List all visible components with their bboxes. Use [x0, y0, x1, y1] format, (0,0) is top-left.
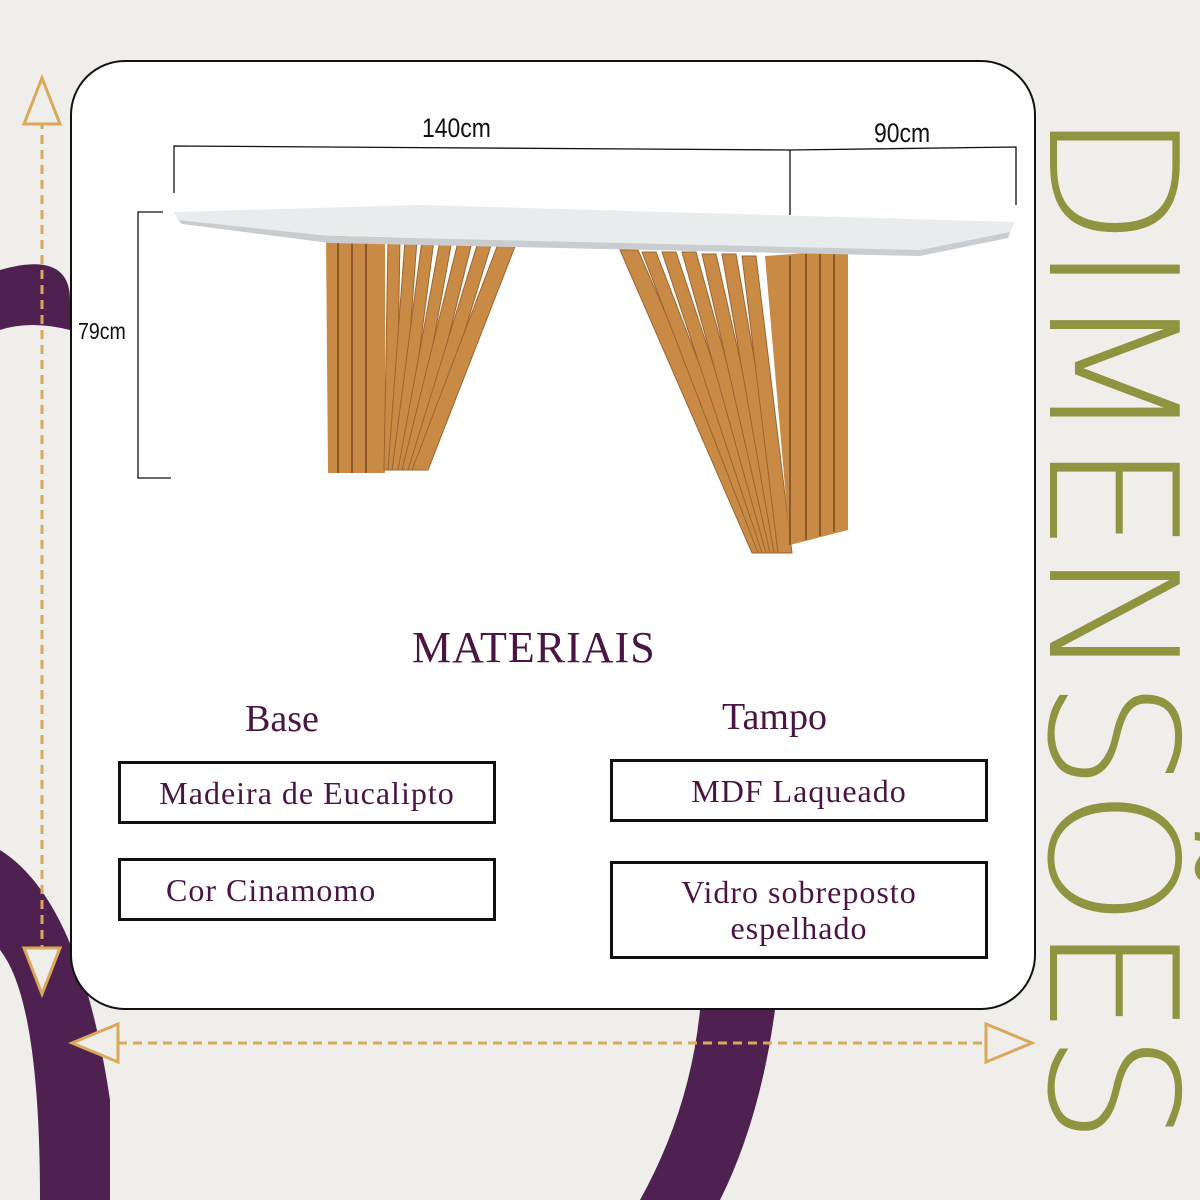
table-leg-right	[619, 249, 848, 554]
purple-swoosh-top	[0, 264, 70, 330]
dimension-lines	[137, 145, 1017, 479]
purple-swoosh-bottom	[640, 1010, 775, 1200]
dimensoes-heading: DIMENSÕES	[1008, 110, 1200, 1142]
tampo-material-1: MDF Laqueado	[691, 772, 907, 809]
base-color-box: Cor Cinamomo	[118, 858, 496, 921]
depth-label: 90cm	[874, 118, 931, 148]
tampo-material-2: Vidro sobreposto espelhado	[681, 874, 917, 946]
table-leg-left	[326, 235, 517, 473]
base-heading: Base	[245, 698, 319, 740]
materials-title: MATERIAIS	[412, 623, 656, 672]
base-material-2: Cor Cinamomo	[166, 871, 377, 908]
tampo-material-box: MDF Laqueado	[610, 759, 988, 822]
purple-swoosh-left	[0, 850, 110, 1200]
table-top	[174, 205, 1015, 256]
width-label: 140cm	[422, 113, 491, 143]
tampo-heading: Tampo	[722, 696, 827, 738]
height-arrow	[21, 73, 63, 999]
height-label: 79cm	[78, 318, 126, 344]
tampo-glass-box: Vidro sobreposto espelhado	[610, 861, 988, 959]
base-material-1: Madeira de Eucalipto	[159, 774, 455, 811]
width-arrow	[68, 1021, 1036, 1065]
base-material-box: Madeira de Eucalipto	[118, 761, 496, 824]
